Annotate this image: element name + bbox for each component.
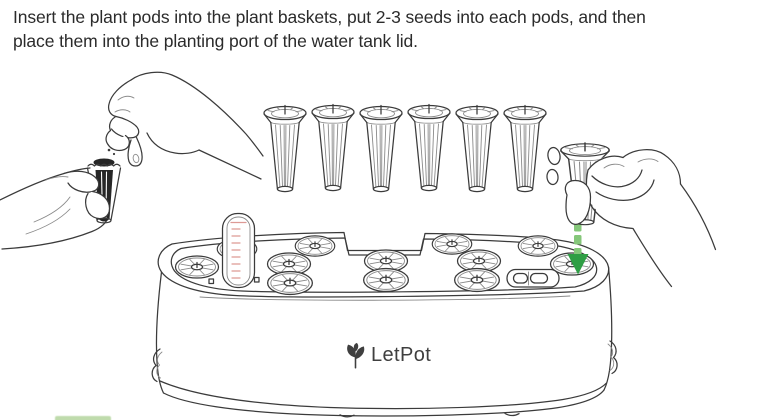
planting-port <box>431 233 473 255</box>
plant-basket <box>407 103 451 192</box>
tank-latch-left <box>151 348 163 383</box>
pod-holding-hand <box>0 158 122 250</box>
plant-basket <box>263 104 307 193</box>
fingertip <box>547 146 561 166</box>
lid-pin-left <box>208 278 215 285</box>
basket-scalloped-rim <box>87 163 121 167</box>
seed-dropping-hand <box>105 71 264 180</box>
seed <box>112 152 116 156</box>
tank-body <box>151 266 618 418</box>
tank-foot <box>504 412 520 417</box>
water-tank <box>151 212 618 418</box>
thumb <box>85 190 111 220</box>
letpot-leaf-icon <box>347 342 365 369</box>
tank-latch-right <box>607 340 618 375</box>
instruction-line-1: Insert the plant pods into the plant bas… <box>13 7 646 27</box>
planting-port <box>266 270 314 296</box>
instruction-text: Insert the plant pods into the plant bas… <box>13 6 646 53</box>
thumb <box>564 179 592 225</box>
planting-port <box>362 267 410 293</box>
lid-pin-right <box>253 276 260 283</box>
fingertip <box>546 168 559 186</box>
letpot-brand-text: LetPot <box>371 344 432 366</box>
planting-port <box>517 235 559 257</box>
plant-basket <box>503 104 547 193</box>
plant-basket <box>311 103 355 192</box>
letpot-logo: LetPot <box>345 342 431 369</box>
water-level-indicator <box>208 212 260 289</box>
accessory-recess <box>506 268 560 288</box>
plant-basket-row <box>263 103 547 193</box>
planting-port <box>453 267 501 293</box>
fingernail <box>132 153 140 164</box>
planting-port <box>294 235 336 257</box>
instruction-line-2: place them into the planting port of the… <box>13 30 418 51</box>
plant-basket <box>455 104 499 193</box>
seed <box>107 148 111 152</box>
cutoff-green-text-fragment <box>55 416 111 420</box>
planting-port <box>174 255 220 279</box>
tank-foot <box>339 414 355 418</box>
plant-basket <box>359 104 403 193</box>
basket-inserting-hand <box>546 142 717 288</box>
